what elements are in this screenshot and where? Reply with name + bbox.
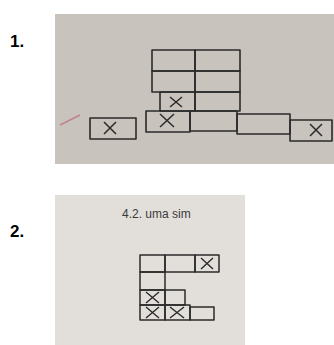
x-marks: [104, 97, 322, 136]
hand-grid: [90, 50, 332, 141]
x-marks: [146, 258, 213, 318]
hand-grid: [140, 255, 219, 320]
figure-number: 1.: [10, 32, 24, 52]
printed-note: 4.2. uma sim: [122, 207, 191, 221]
paper-photo: [55, 14, 334, 164]
figure-number: 2.: [10, 222, 24, 242]
paper-photo: [55, 195, 245, 345]
